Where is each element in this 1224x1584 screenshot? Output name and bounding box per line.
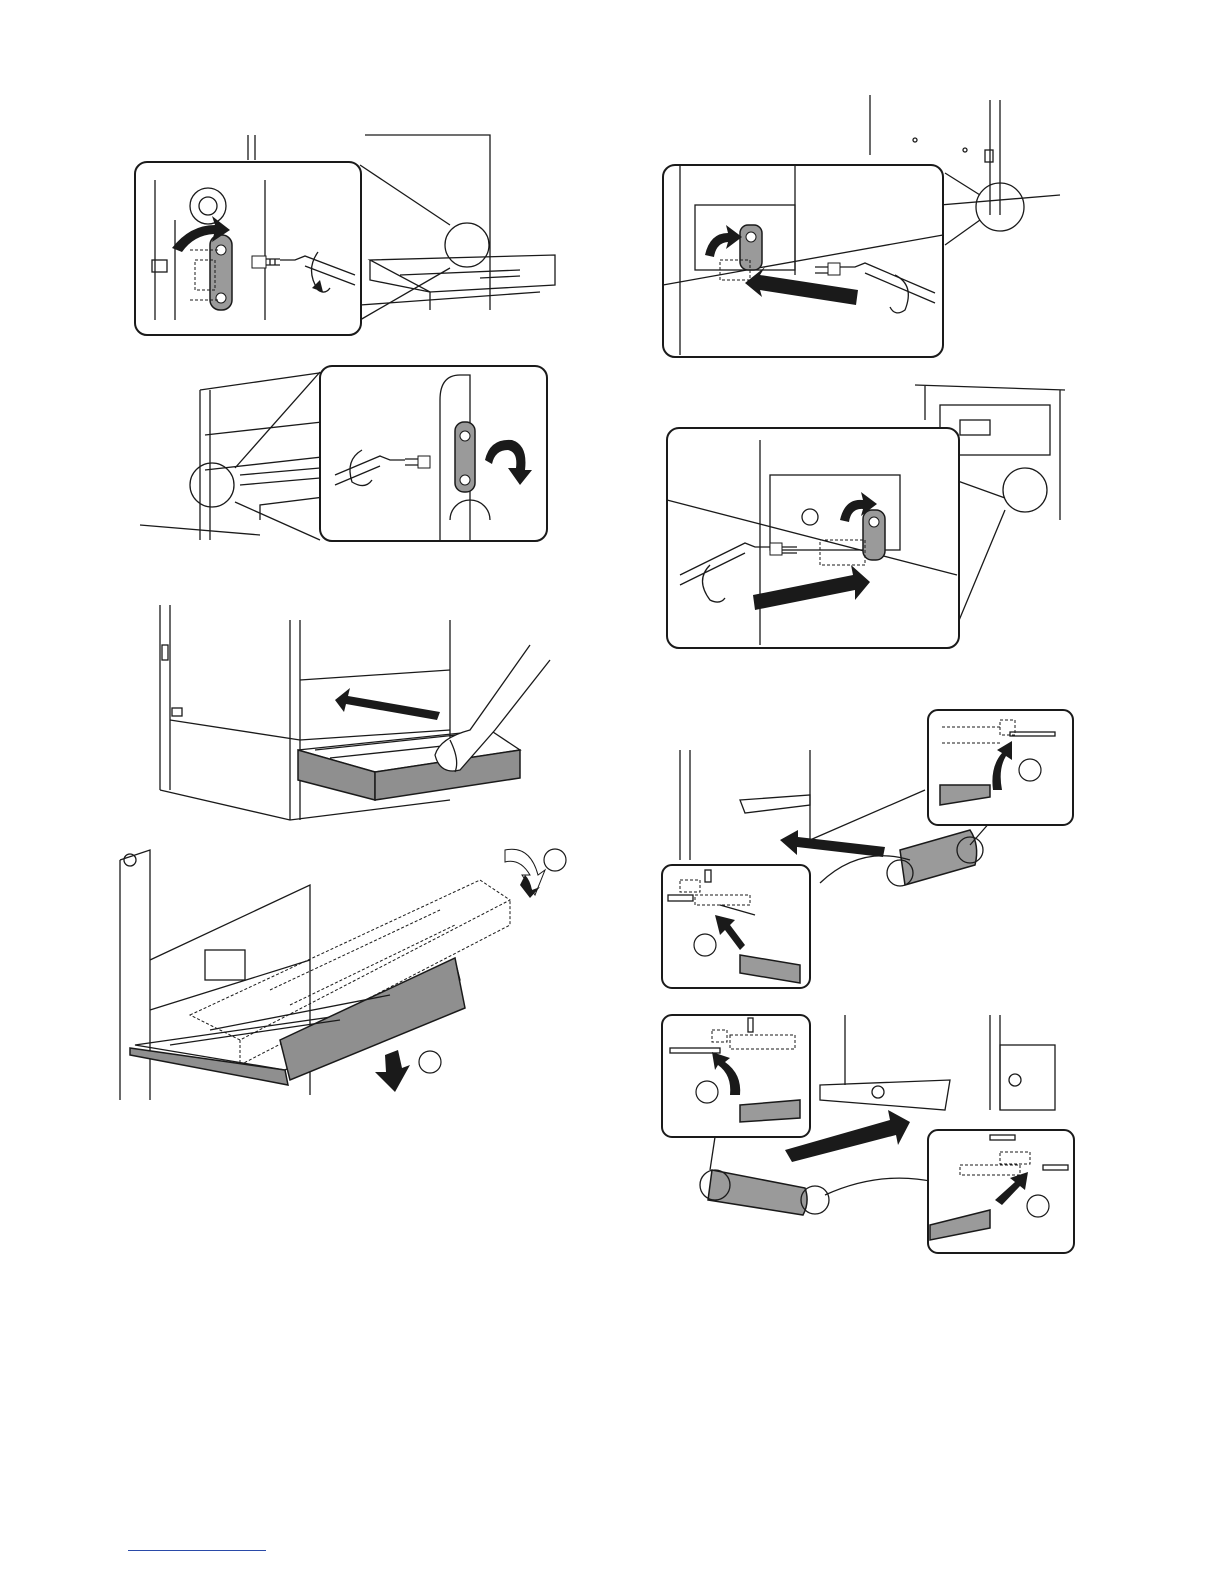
- step-number-circle: [696, 1081, 718, 1103]
- callout-zoom: [320, 366, 547, 541]
- figure-cover-attach-right: [660, 1010, 1080, 1260]
- figure-adjuster-right: [140, 360, 560, 550]
- callout-zoom: [135, 162, 361, 335]
- callout-zoom: [663, 165, 943, 357]
- callout-zoom: [667, 428, 959, 648]
- paper-tray-icon: [130, 880, 510, 1085]
- step-number-circle: [1019, 759, 1041, 781]
- adjuster-bracket-icon: [740, 225, 762, 270]
- figure-cover-attach: [660, 705, 1080, 990]
- push-arrow-icon: [335, 688, 440, 720]
- adjuster-bracket-icon: [455, 422, 475, 492]
- callout-zoom: [928, 710, 1073, 825]
- step-number-circle: [1027, 1195, 1049, 1217]
- hand-icon: [435, 645, 550, 772]
- adjuster-bracket-icon: [863, 510, 885, 560]
- step-number-circle: [419, 1051, 441, 1073]
- callout-zoom: [662, 865, 810, 988]
- step-number-circle: [694, 934, 716, 956]
- push-arrow-icon: [780, 830, 885, 857]
- figure-adjuster-left: [120, 120, 570, 345]
- footer-rule: [128, 1550, 266, 1551]
- figure-remove-tray: [110, 840, 580, 1110]
- figure-adjuster-install: [660, 95, 1070, 360]
- down-arrow-icon: [375, 1050, 410, 1092]
- figure-adjuster-install-right: [665, 380, 1075, 650]
- paper-tray-icon: [298, 730, 520, 800]
- machine-outline: [140, 370, 340, 540]
- machine-outline: [820, 1015, 1055, 1110]
- step-number-circle: [544, 849, 566, 871]
- callout-zoom: [662, 1015, 810, 1137]
- adjuster-bracket-icon: [210, 235, 232, 310]
- cover-part-icon: [700, 1170, 829, 1215]
- callout-zoom: [928, 1130, 1074, 1253]
- figure-insert-tray: [150, 600, 550, 825]
